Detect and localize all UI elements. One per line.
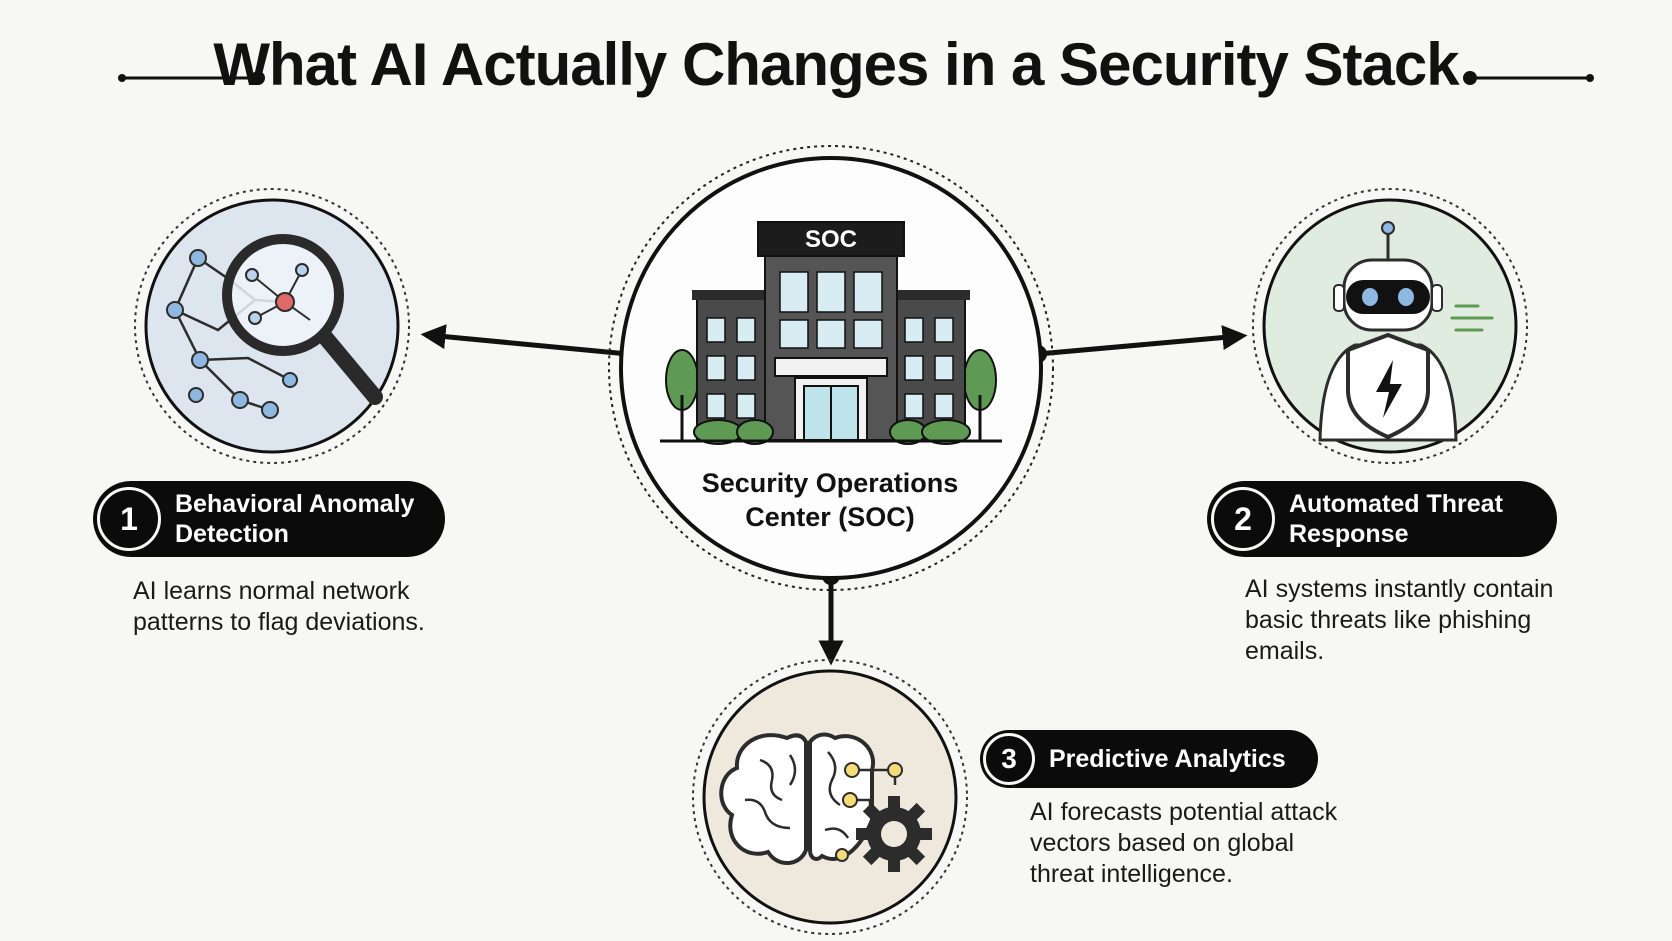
item-3-desc-line: vectors based on global xyxy=(1030,829,1295,857)
item-1-number: 1 xyxy=(97,487,161,551)
item-1-description: AI learns normal network patterns to fla… xyxy=(133,576,425,638)
item-2-desc-line: basic threats like phishing xyxy=(1245,606,1532,634)
soc-sign: SOC xyxy=(805,226,857,253)
item-1-desc-line: AI learns normal network xyxy=(133,577,410,605)
item-2-title-line2: Response xyxy=(1289,520,1409,548)
page-title: What AI Actually Changes in a Security S… xyxy=(213,31,1459,98)
item-1-title-line2: Detection xyxy=(175,520,289,548)
soc-label: Security Operations Center (SOC) xyxy=(690,466,970,534)
item-2-title-line1: Automated Threat xyxy=(1289,490,1503,518)
item-3-desc-line: AI forecasts potential attack xyxy=(1030,798,1338,826)
item-1-desc-line: patterns to flag deviations. xyxy=(133,608,425,636)
item-1-pill: 1 Behavioral Anomaly Detection xyxy=(93,481,445,557)
item-3-pill: 3 Predictive Analytics xyxy=(980,730,1318,788)
item-3-description: AI forecasts potential attack vectors ba… xyxy=(1030,797,1337,890)
arrow-to-response xyxy=(1029,325,1248,363)
item-1-title: Behavioral Anomaly Detection xyxy=(175,489,414,549)
title-rule-right xyxy=(1463,71,1594,85)
item-3-title: Predictive Analytics xyxy=(1049,744,1286,774)
item-3-number: 3 xyxy=(983,733,1035,785)
item-2-number: 2 xyxy=(1211,487,1275,551)
robot-shield-icon xyxy=(1318,221,1494,442)
office-building-icon xyxy=(660,221,1002,445)
item-2-desc-line: emails. xyxy=(1245,637,1325,665)
item-2-desc-line: AI systems instantly contain xyxy=(1245,575,1554,603)
arrow-to-anomaly xyxy=(420,324,637,363)
item-2-pill: 2 Automated Threat Response xyxy=(1207,481,1557,557)
soc-label-line1: Security Operations xyxy=(701,468,959,498)
brain-gear-icon xyxy=(719,732,932,872)
item-2-description: AI systems instantly contain basic threa… xyxy=(1245,574,1553,667)
arrow-to-predictive xyxy=(818,567,844,666)
soc-label-line2: Center (SOC) xyxy=(745,502,915,532)
gear-icon xyxy=(856,796,932,872)
item-3-desc-line: threat intelligence. xyxy=(1030,860,1233,888)
magnifier-network-icon xyxy=(166,234,383,419)
title-rule-left xyxy=(118,71,265,85)
item-3-title-line1: Predictive Analytics xyxy=(1049,745,1286,773)
item-2-title: Automated Threat Response xyxy=(1289,489,1503,549)
item-1-title-line1: Behavioral Anomaly xyxy=(175,490,415,518)
